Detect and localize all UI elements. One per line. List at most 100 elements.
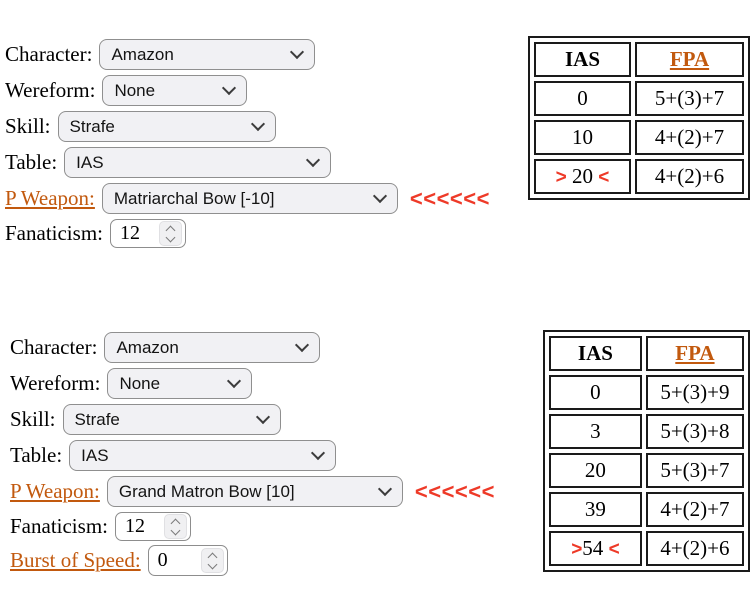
skill-row: Skill: Strafe: [5, 111, 490, 142]
table-row: Table: IAS: [10, 440, 495, 471]
number-spinner[interactable]: [164, 514, 187, 539]
wereform-label: Wereform:: [10, 371, 101, 395]
table-header-row: IAS FPA: [534, 42, 744, 77]
result-table-2: IAS FPA 0 5+(3)+9 3 5+(3)+8 20 5+(3)+7 3…: [543, 330, 750, 572]
pweapon-row: P Weapon: Matriarchal Bow [-10] <<<<<<: [5, 183, 490, 214]
ias-header: IAS: [549, 336, 642, 371]
burst-of-speed-link[interactable]: Burst of Speed:: [10, 548, 141, 572]
burst-of-speed-row: Burst of Speed: 0: [10, 545, 495, 576]
marker-right: <: [603, 539, 620, 560]
ias-cell-selected: >54 <: [549, 531, 642, 566]
ias-cell: 39: [549, 492, 642, 527]
character-label: Character:: [10, 335, 98, 359]
marker-right: <: [593, 167, 610, 188]
fanaticism-label: Fanaticism:: [5, 221, 103, 245]
table-select-value: IAS: [76, 152, 104, 172]
wereform-select-value: None: [114, 80, 156, 100]
chevron-down-icon: [255, 409, 270, 425]
ias-cell: 10: [534, 120, 631, 155]
fpa-cell: 4+(2)+6: [635, 159, 744, 194]
chevron-down-icon: [227, 373, 242, 389]
fanaticism-value: 12: [125, 515, 145, 537]
fpa-cell: 5+(3)+7: [645, 453, 744, 488]
skill-select[interactable]: Strafe: [57, 111, 276, 142]
table-select[interactable]: IAS: [69, 440, 337, 471]
chevron-down-icon: [250, 116, 265, 132]
ias-cell: 3: [549, 414, 642, 449]
table-row: 10 4+(2)+7: [534, 120, 744, 155]
chevron-down-icon: [372, 188, 387, 204]
burst-of-speed-value: 0: [157, 549, 168, 571]
table-label: Table:: [5, 150, 58, 174]
attention-arrows: <<<<<<: [414, 478, 495, 504]
character-row: Character: Amazon: [10, 332, 495, 363]
chevron-down-icon: [290, 44, 305, 60]
table-select-value: IAS: [81, 445, 109, 465]
table-row-selected: >54 < 4+(2)+6: [549, 531, 744, 566]
pweapon-select-value: Grand Matron Bow [10]: [118, 481, 295, 501]
skill-select[interactable]: Strafe: [62, 404, 281, 435]
skill-label: Skill:: [5, 114, 51, 138]
table-row: 0 5+(3)+7: [534, 81, 744, 116]
marker-left: >: [571, 539, 583, 560]
pweapon-link[interactable]: P Weapon:: [10, 479, 100, 503]
fpa-cell: 5+(3)+9: [645, 375, 744, 410]
chevron-down-icon: [311, 445, 326, 461]
table-row: 39 4+(2)+7: [549, 492, 744, 527]
spinner-down-icon[interactable]: [170, 525, 181, 535]
marker-left: >: [555, 167, 572, 188]
result-table-1: IAS FPA 0 5+(3)+7 10 4+(2)+7 > 20 < 4+(2…: [528, 36, 750, 200]
fpa-cell: 4+(2)+7: [635, 120, 744, 155]
table-row: Table: IAS: [5, 147, 490, 178]
pweapon-select[interactable]: Matriarchal Bow [-10]: [101, 183, 398, 214]
fpa-cell: 5+(3)+8: [645, 414, 744, 449]
table-row-selected: > 20 < 4+(2)+6: [534, 159, 744, 194]
character-select[interactable]: Amazon: [99, 39, 316, 70]
ias-cell: 20: [549, 453, 642, 488]
table-row: 3 5+(3)+8: [549, 414, 744, 449]
ias-cell: 0: [549, 375, 642, 410]
pweapon-select-value: Matriarchal Bow [-10]: [113, 188, 275, 208]
chevron-down-icon: [295, 337, 310, 353]
fpa-cell: 4+(2)+7: [645, 492, 744, 527]
pweapon-select[interactable]: Grand Matron Bow [10]: [106, 476, 403, 507]
table-row: 0 5+(3)+9: [549, 375, 744, 410]
calc-section-2: Character: Amazon Wereform: None Skill: …: [10, 332, 495, 580]
wereform-select[interactable]: None: [107, 368, 253, 399]
pweapon-row: P Weapon: Grand Matron Bow [10] <<<<<<: [10, 476, 495, 507]
wereform-row: Wereform: None: [5, 75, 490, 106]
skill-select-value: Strafe: [69, 116, 115, 136]
character-select-value: Amazon: [116, 337, 179, 357]
ias-header: IAS: [534, 42, 631, 77]
table-select[interactable]: IAS: [64, 147, 332, 178]
fanaticism-row: Fanaticism: 12: [5, 219, 490, 248]
skill-row: Skill: Strafe: [10, 404, 495, 435]
wereform-select[interactable]: None: [102, 75, 248, 106]
spinner-down-icon[interactable]: [207, 559, 218, 569]
fanaticism-input[interactable]: 12: [110, 219, 186, 248]
character-label: Character:: [5, 42, 93, 66]
pweapon-link[interactable]: P Weapon:: [5, 186, 95, 210]
spinner-down-icon[interactable]: [165, 232, 176, 242]
calc-section-1: Character: Amazon Wereform: None Skill: …: [5, 39, 490, 253]
skill-label: Skill:: [10, 407, 56, 431]
burst-of-speed-input[interactable]: 0: [147, 545, 228, 576]
number-spinner[interactable]: [200, 548, 224, 573]
chevron-down-icon: [222, 80, 237, 96]
wereform-label: Wereform:: [5, 78, 96, 102]
character-select[interactable]: Amazon: [104, 332, 321, 363]
fanaticism-value: 12: [120, 222, 140, 244]
skill-select-value: Strafe: [74, 409, 120, 429]
fanaticism-row: Fanaticism: 12: [10, 512, 495, 541]
wereform-row: Wereform: None: [10, 368, 495, 399]
fpa-cell: 4+(2)+6: [645, 531, 744, 566]
fpa-header-link[interactable]: FPA: [645, 336, 744, 371]
table-header-row: IAS FPA: [549, 336, 744, 371]
number-spinner[interactable]: [159, 221, 182, 246]
fpa-header-link[interactable]: FPA: [635, 42, 744, 77]
attention-arrows: <<<<<<: [409, 185, 490, 211]
chevron-down-icon: [306, 152, 321, 168]
fanaticism-input[interactable]: 12: [115, 512, 191, 541]
wereform-select-value: None: [119, 373, 161, 393]
